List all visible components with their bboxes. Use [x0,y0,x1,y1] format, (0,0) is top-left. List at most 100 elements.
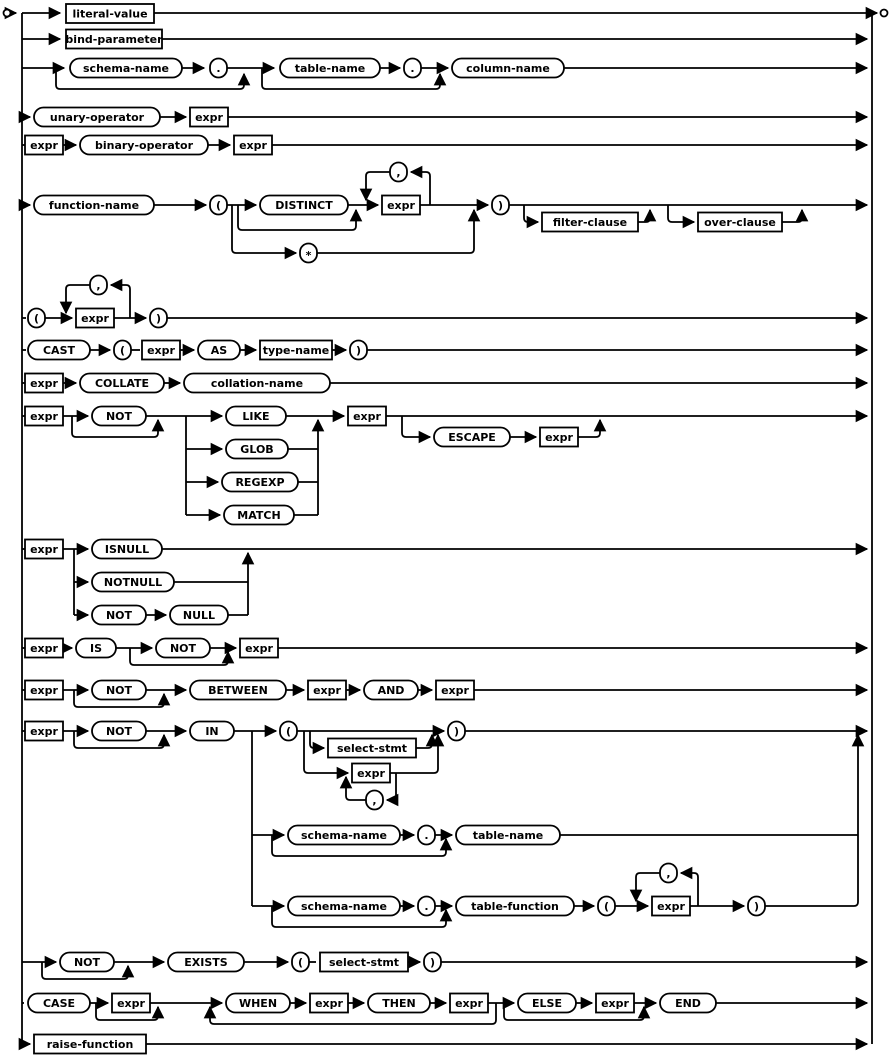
node-lparen: ( [597,895,616,917]
node-expr[interactable]: expr [24,679,64,701]
node-expr[interactable]: expr [24,637,64,659]
node-rparen: ) [349,339,368,361]
svg-text:*: * [306,249,312,262]
node-collation-name: collation-name [183,372,331,394]
node-then: THEN [367,992,431,1014]
node-cast: CAST [27,339,91,361]
svg-text:,: , [372,794,376,807]
svg-text:(: ( [298,956,303,969]
svg-text:table-function: table-function [471,900,559,913]
svg-text:WHEN: WHEN [239,997,277,1010]
svg-text:expr: expr [455,997,483,1010]
node-function-name: function-name [33,194,155,216]
svg-text:expr: expr [357,767,385,780]
svg-text:expr: expr [30,725,58,738]
node-literal-value[interactable]: literal-value [65,3,155,24]
svg-text:select-stmt: select-stmt [329,956,399,969]
svg-text:(: ( [604,900,609,913]
node-glob: GLOB [225,438,289,460]
node-expr[interactable]: expr [449,992,489,1014]
svg-text:NOT: NOT [106,609,133,622]
node-expr[interactable]: expr [111,992,151,1014]
svg-text:NOT: NOT [106,684,133,697]
node-lparen: ( [113,339,132,361]
node-expr[interactable]: expr [347,405,387,427]
svg-text:NOT: NOT [170,642,197,655]
node-filter-clause[interactable]: filter-clause [541,211,639,233]
node-expr[interactable]: expr [651,895,691,917]
node-as: AS [197,339,241,361]
node-type-name[interactable]: type-name [259,339,333,361]
node-is: IS [75,637,117,659]
svg-text:column-name: column-name [466,62,550,75]
node-expr[interactable]: expr [309,992,349,1014]
node-expr[interactable]: expr [435,679,475,701]
svg-text:expr: expr [81,312,109,325]
node-and: AND [363,679,419,701]
svg-text:.: . [424,829,428,842]
svg-text:expr: expr [601,997,629,1010]
node-expr[interactable]: expr [351,762,391,784]
node-collate: COLLATE [79,372,165,394]
svg-text:expr: expr [147,344,175,357]
node-expr[interactable]: expr [141,339,181,361]
node-expr[interactable]: expr [24,538,64,560]
node-table-name: table-name [279,57,381,79]
node-rparen: ) [447,720,466,742]
svg-text:type-name: type-name [263,344,330,357]
node-select-stmt[interactable]: select-stmt [319,951,409,973]
svg-text:CASE: CASE [43,997,75,1010]
node-bind-parameter[interactable]: bind-parameter [65,28,163,50]
end-terminal [879,8,889,18]
node-expr[interactable]: expr [24,720,64,742]
node-raise-function[interactable]: raise-function [33,1033,147,1055]
svg-text:unary-operator: unary-operator [50,111,145,124]
node-expr[interactable]: expr [307,679,347,701]
svg-text:expr: expr [313,684,341,697]
node-rparen: ) [149,307,168,329]
svg-text:expr: expr [30,139,58,152]
connectors [4,6,879,1051]
node-notnull: NOTNULL [91,571,175,593]
node-expr[interactable]: expr [24,405,64,427]
node-expr[interactable]: expr [189,106,229,128]
node-select-stmt[interactable]: select-stmt [327,737,417,759]
node-expr[interactable]: expr [24,134,64,156]
node-table-function: table-function [455,895,575,917]
node-lparen: ( [209,194,228,216]
svg-text:(: ( [286,725,291,738]
node-over-clause[interactable]: over-clause [697,211,783,233]
svg-text:expr: expr [245,642,273,655]
svg-text:GLOB: GLOB [240,443,273,456]
node-table-name: table-name [455,824,561,846]
svg-text:collation-name: collation-name [211,377,303,390]
node-expr[interactable]: expr [239,637,279,659]
node-comma: , [365,789,384,811]
node-expr[interactable]: expr [381,194,421,216]
svg-text:THEN: THEN [382,997,415,1010]
node-binary-operator: binary-operator [79,134,209,156]
svg-text:function-name: function-name [49,199,139,212]
node-expr[interactable]: expr [24,372,64,394]
svg-text:LIKE: LIKE [242,410,269,423]
node-not: NOT [91,679,147,701]
node-expr[interactable]: expr [233,134,273,156]
node-isnull: ISNULL [91,538,163,560]
node-dot: . [417,824,436,846]
node-not: NOT [91,720,147,742]
svg-text:END: END [675,997,701,1010]
node-star: * [299,242,318,264]
node-expr[interactable]: expr [595,992,635,1014]
svg-text:expr: expr [30,410,58,423]
node-between: BETWEEN [189,679,287,701]
node-schema-name: schema-name [287,824,401,846]
node-case: CASE [27,992,91,1014]
svg-text:): ) [498,199,503,212]
svg-text:AS: AS [211,344,228,357]
node-expr[interactable]: expr [75,307,115,329]
node-expr[interactable]: expr [539,426,579,448]
node-not: NOT [91,405,147,427]
svg-text:filter-clause: filter-clause [553,216,627,229]
node-else: ELSE [517,992,577,1014]
